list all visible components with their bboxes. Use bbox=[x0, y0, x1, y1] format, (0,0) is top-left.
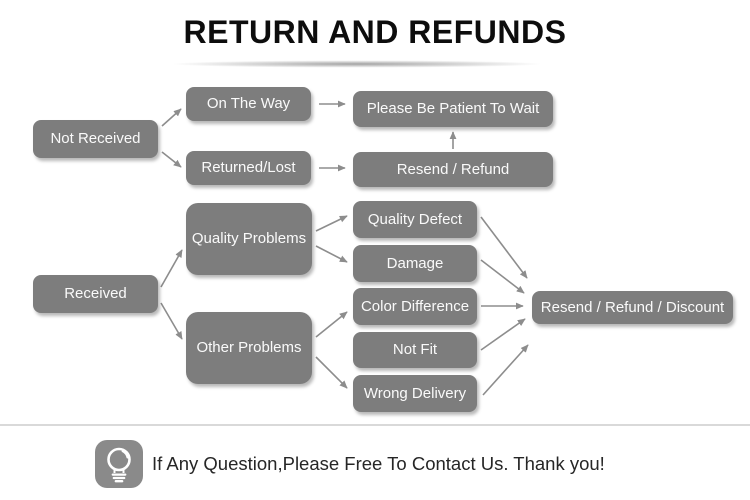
arrow-received-to-other-problems bbox=[160, 302, 183, 340]
node-received: Received bbox=[33, 275, 158, 313]
arrow-not-received-to-on-the-way bbox=[161, 108, 182, 127]
node-not-received: Not Received bbox=[33, 120, 158, 158]
arrow-quality-problems-to-damage bbox=[315, 245, 348, 263]
title-underline bbox=[156, 60, 558, 68]
node-resend-refund-discount: Resend / Refund / Discount bbox=[532, 291, 733, 324]
arrow-not-fit-to-resend-refund-discount bbox=[480, 318, 526, 351]
footer-message: If Any Question,Please Free To Contact U… bbox=[152, 453, 605, 474]
node-not-fit: Not Fit bbox=[353, 332, 477, 368]
arrow-wrong-delivery-to-resend-refund-discount bbox=[482, 344, 529, 396]
node-quality-defect: Quality Defect bbox=[353, 201, 477, 238]
arrow-not-received-to-returned-lost bbox=[161, 151, 182, 168]
node-resend-refund: Resend / Refund bbox=[353, 152, 553, 187]
node-quality-problems: Quality Problems bbox=[186, 203, 312, 275]
arrow-quality-defect-to-resend-refund-discount bbox=[480, 216, 528, 279]
node-color-difference: Color Difference bbox=[353, 288, 477, 325]
arrow-damage-to-resend-refund-discount bbox=[480, 259, 525, 294]
arrow-other-problems-to-wrong-delivery bbox=[315, 356, 348, 389]
node-damage: Damage bbox=[353, 245, 477, 282]
node-on-the-way: On The Way bbox=[186, 87, 311, 121]
node-other-problems: Other Problems bbox=[186, 312, 312, 384]
arrow-quality-problems-to-quality-defect bbox=[315, 215, 348, 232]
arrow-other-problems-to-color-difference bbox=[315, 311, 348, 338]
node-please-be-patient-to-wait: Please Be Patient To Wait bbox=[353, 91, 553, 127]
page-title: RETURN AND REFUNDS bbox=[183, 14, 567, 50]
node-wrong-delivery: Wrong Delivery bbox=[353, 375, 477, 412]
node-returned-lost: Returned/Lost bbox=[186, 151, 311, 185]
footer-divider bbox=[0, 424, 750, 426]
arrow-received-to-quality-problems bbox=[160, 249, 183, 288]
lightbulb-icon bbox=[95, 440, 143, 488]
